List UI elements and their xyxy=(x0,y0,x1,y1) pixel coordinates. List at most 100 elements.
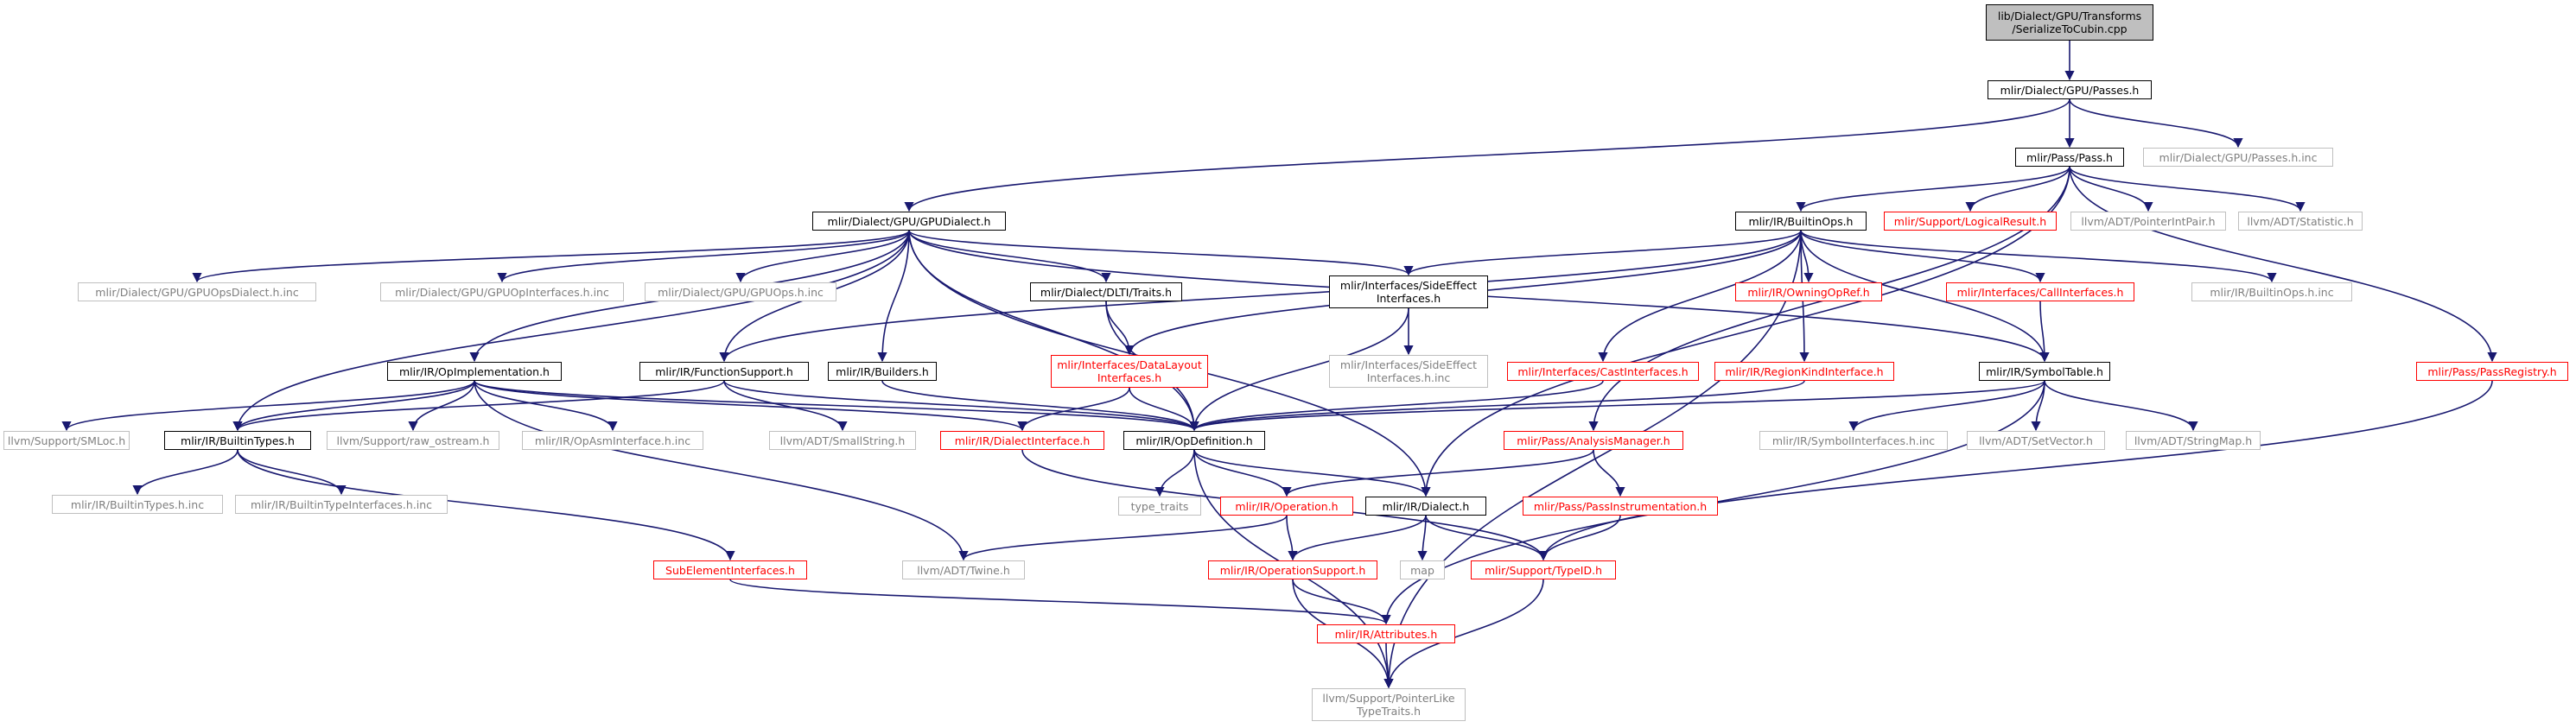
node-builtin-ops-h[interactable]: mlir/IR/BuiltinOps.h xyxy=(1735,212,1867,231)
node-gpu-dialect-h[interactable]: mlir/Dialect/GPU/GPUDialect.h xyxy=(812,212,1006,231)
node-builtin-types-h[interactable]: mlir/IR/BuiltinTypes.h xyxy=(164,431,311,450)
edge-pass-h-to-statistic xyxy=(2069,166,2306,212)
node-logical-result-h[interactable]: mlir/Support/LogicalResult.h xyxy=(1884,212,2057,231)
edge-gpu-dialect-to-gpu-op-interfaces-inc xyxy=(497,230,910,283)
node-dialect-interface-h[interactable]: mlir/IR/DialectInterface.h xyxy=(940,431,1104,450)
edge-op-implementation-to-smloc xyxy=(61,380,475,432)
node-gpu-ops-h-inc[interactable]: mlir/Dialect/GPU/GPUOps.h.inc xyxy=(645,282,836,301)
edge-operation-to-operation-support xyxy=(1286,515,1298,561)
node-map[interactable]: map xyxy=(1400,560,1445,579)
node-op-implementation-h[interactable]: mlir/IR/OpImplementation.h xyxy=(387,362,562,381)
node-builders-h[interactable]: mlir/IR/Builders.h xyxy=(828,362,937,381)
node-label: type_traits xyxy=(1130,499,1189,513)
edge-sub-element-interfaces-to-attributes xyxy=(729,579,1391,625)
node-label: mlir/Dialect/GPU/GPUOpsDialect.h.inc xyxy=(95,285,299,299)
node-pass-h[interactable]: mlir/Pass/Pass.h xyxy=(2015,148,2124,167)
edge-symbol-table-to-string-map xyxy=(2044,380,2198,432)
node-cast-interfaces-h[interactable]: mlir/Interfaces/CastInterfaces.h xyxy=(1507,362,1699,381)
node-label: llvm/ADT/SmallString.h xyxy=(779,434,906,447)
node-side-effect-interfaces-h[interactable]: mlir/Interfaces/SideEffect Interfaces.h xyxy=(1329,275,1488,308)
node-string-map-h[interactable]: llvm/ADT/StringMap.h xyxy=(2126,431,2261,450)
node-attributes-h[interactable]: mlir/IR/Attributes.h xyxy=(1317,624,1455,643)
node-raw-ostream-h[interactable]: llvm/Support/raw_ostream.h xyxy=(327,431,499,450)
node-label: Interfaces.h xyxy=(1376,292,1441,305)
node-owning-op-ref-h[interactable]: mlir/IR/OwningOpRef.h xyxy=(1735,282,1882,301)
node-pointer-int-pair-h[interactable]: llvm/ADT/PointerIntPair.h xyxy=(2070,212,2226,231)
edge-builtin-types-to-sub-element-interfaces xyxy=(237,449,735,561)
node-label: mlir/IR/OwningOpRef.h xyxy=(1747,285,1870,299)
node-pass-registry-h[interactable]: mlir/Pass/PassRegistry.h xyxy=(2416,362,2568,381)
node-label: mlir/Interfaces/DataLayout xyxy=(1057,358,1202,371)
node-label: mlir/Dialect/DLTI/Traits.h xyxy=(1040,285,1173,299)
edge-op-implementation-to-raw-ostream xyxy=(408,380,475,432)
node-statistic-h[interactable]: llvm/ADT/Statistic.h xyxy=(2238,212,2363,231)
edge-builtin-ops-to-call-interfaces xyxy=(1800,230,2045,283)
edge-gpu-dialect-to-dlti-traits xyxy=(908,230,1111,283)
edge-dialect-to-operation-support xyxy=(1288,515,1427,561)
node-label: mlir/Pass/PassInstrumentation.h xyxy=(1533,499,1708,513)
node-label: llvm/Support/raw_ostream.h xyxy=(336,434,490,447)
node-builtin-types-h-inc[interactable]: mlir/IR/BuiltinTypes.h.inc xyxy=(52,495,223,514)
edge-op-implementation-to-twine xyxy=(474,380,969,561)
node-label: Interfaces.h.inc xyxy=(1366,371,1451,384)
node-label: mlir/Support/LogicalResult.h xyxy=(1893,214,2047,228)
node-function-support-h[interactable]: mlir/IR/FunctionSupport.h xyxy=(639,362,809,381)
node-data-layout-interfaces-h[interactable]: mlir/Interfaces/DataLayout Interfaces.h xyxy=(1051,355,1208,388)
node-type-traits[interactable]: type_traits xyxy=(1118,497,1201,516)
node-dialect-h[interactable]: mlir/IR/Dialect.h xyxy=(1365,497,1486,516)
node-pass-instrumentation-h[interactable]: mlir/Pass/PassInstrumentation.h xyxy=(1523,497,1718,516)
node-label: lib/Dialect/GPU/Transforms xyxy=(1997,9,2142,22)
node-gpu-passes-h[interactable]: mlir/Dialect/GPU/Passes.h xyxy=(1988,80,2152,99)
node-label: mlir/Dialect/GPU/GPUDialect.h xyxy=(827,214,991,228)
node-sub-element-interfaces-h[interactable]: SubElementInterfaces.h xyxy=(653,560,807,579)
node-side-effect-interfaces-h-inc[interactable]: mlir/Interfaces/SideEffect Interfaces.h.… xyxy=(1329,355,1488,388)
node-gpu-ops-dialect-h-inc[interactable]: mlir/Dialect/GPU/GPUOpsDialect.h.inc xyxy=(78,282,316,301)
node-label: mlir/IR/FunctionSupport.h xyxy=(655,364,793,378)
node-label: SubElementInterfaces.h xyxy=(665,563,795,577)
node-dlti-traits-h[interactable]: mlir/Dialect/DLTI/Traits.h xyxy=(1030,282,1182,301)
node-label: mlir/Dialect/GPU/Passes.h.inc xyxy=(2159,150,2318,164)
node-label: llvm/ADT/Statistic.h xyxy=(2247,214,2354,228)
node-label: mlir/IR/BuiltinOps.h.inc xyxy=(2210,285,2334,299)
node-label: TypeTraits.h xyxy=(1356,705,1422,718)
node-smloc-h[interactable]: llvm/Support/SMLoc.h xyxy=(3,431,130,450)
node-label: llvm/ADT/SetVector.h xyxy=(1979,434,2093,447)
node-call-interfaces-h[interactable]: mlir/Interfaces/CallInterfaces.h xyxy=(1946,282,2134,301)
edge-dialect-to-map xyxy=(1417,515,1428,561)
node-operation-support-h[interactable]: mlir/IR/OperationSupport.h xyxy=(1208,560,1377,579)
node-analysis-manager-h[interactable]: mlir/Pass/AnalysisManager.h xyxy=(1504,431,1683,450)
node-set-vector-h[interactable]: llvm/ADT/SetVector.h xyxy=(1967,431,2105,450)
node-label: mlir/Interfaces/SideEffect xyxy=(1339,279,1478,292)
node-type-id-h[interactable]: mlir/Support/TypeID.h xyxy=(1471,560,1616,579)
node-label: mlir/Support/TypeID.h xyxy=(1484,563,1603,577)
node-builtin-ops-h-inc[interactable]: mlir/IR/BuiltinOps.h.inc xyxy=(2191,282,2352,301)
node-op-definition-h[interactable]: mlir/IR/OpDefinition.h xyxy=(1123,431,1265,450)
node-operation-h[interactable]: mlir/IR/Operation.h xyxy=(1220,497,1353,516)
edge-builtin-ops-to-builtin-ops-inc xyxy=(1800,230,2277,283)
edge-op-implementation-to-op-asm-interface-inc xyxy=(474,380,618,432)
node-label: mlir/IR/Attributes.h xyxy=(1334,627,1438,641)
node-symbol-table-h[interactable]: mlir/IR/SymbolTable.h xyxy=(1979,362,2110,381)
edge-dialect-to-type-id xyxy=(1425,515,1549,561)
node-gpu-passes-h-inc[interactable]: mlir/Dialect/GPU/Passes.h.inc xyxy=(2143,148,2333,167)
edge-cast-interfaces-to-op-definition xyxy=(1189,380,1604,432)
node-symbol-interfaces-h-inc[interactable]: mlir/IR/SymbolInterfaces.h.inc xyxy=(1759,431,1948,450)
node-op-asm-interface-h-inc[interactable]: mlir/IR/OpAsmInterface.h.inc xyxy=(522,431,703,450)
node-region-kind-interface-h[interactable]: mlir/IR/RegionKindInterface.h xyxy=(1714,362,1894,381)
node-gpu-op-interfaces-h-inc[interactable]: mlir/Dialect/GPU/GPUOpInterfaces.h.inc xyxy=(380,282,624,301)
edge-operation-support-to-attributes xyxy=(1292,579,1391,625)
edge-pass-h-to-pointer-int-pair xyxy=(2069,166,2153,212)
edge-gpu-dialect-to-gpu-ops-dialect-inc xyxy=(192,230,910,283)
edge-pass-h-to-builtin-ops xyxy=(1796,166,2070,212)
node-label: mlir/IR/OpDefinition.h xyxy=(1135,434,1253,447)
node-serialize-to-cubin-cpp[interactable]: lib/Dialect/GPU/Transforms /SerializeToC… xyxy=(1986,4,2153,41)
node-small-string-h[interactable]: llvm/ADT/SmallString.h xyxy=(769,431,916,450)
node-builtin-type-interfaces-h-inc[interactable]: mlir/IR/BuiltinTypeInterfaces.h.inc xyxy=(235,495,448,514)
edge-gpu-dialect-to-gpu-ops-inc xyxy=(735,230,910,283)
node-twine-h[interactable]: llvm/ADT/Twine.h xyxy=(902,560,1025,579)
node-pointer-like-type-traits-h[interactable]: llvm/Support/PointerLike TypeTraits.h xyxy=(1312,688,1466,721)
node-label: mlir/Dialect/GPU/GPUOps.h.inc xyxy=(658,285,824,299)
node-label: llvm/Support/PointerLike xyxy=(1322,692,1455,705)
node-label: llvm/ADT/StringMap.h xyxy=(2134,434,2253,447)
node-label: mlir/IR/Builders.h xyxy=(836,364,929,378)
